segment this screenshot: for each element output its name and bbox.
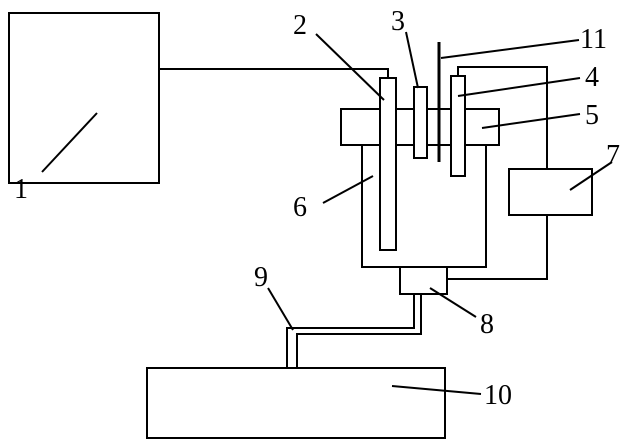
leader-6 xyxy=(322,175,374,204)
tube-9-inner xyxy=(286,294,415,368)
label-1: 1 xyxy=(14,174,28,205)
electrode-4 xyxy=(450,75,466,177)
label-3: 3 xyxy=(391,6,405,37)
component-7-box xyxy=(508,168,593,216)
label-6: 6 xyxy=(293,192,307,223)
leader-8 xyxy=(429,287,477,318)
leader-9 xyxy=(267,287,294,331)
component-1-box xyxy=(8,12,160,184)
label-10: 10 xyxy=(484,380,512,411)
leader-4 xyxy=(457,77,581,97)
wire-1-to-2 xyxy=(159,68,389,78)
label-2: 2 xyxy=(293,10,307,41)
tube-9-outer xyxy=(296,294,422,368)
leader-2 xyxy=(315,33,385,101)
connector-8 xyxy=(399,266,448,295)
electrode-2 xyxy=(379,77,397,251)
wire-7-to-8 xyxy=(447,215,548,280)
label-4: 4 xyxy=(585,62,599,93)
label-11: 11 xyxy=(580,24,607,55)
label-7: 7 xyxy=(606,140,620,171)
leader-3 xyxy=(405,31,419,89)
leader-11 xyxy=(440,39,580,59)
leader-5 xyxy=(481,113,581,129)
label-9: 9 xyxy=(254,262,268,293)
electrode-3 xyxy=(413,86,428,159)
leader-7 xyxy=(569,161,613,191)
label-5: 5 xyxy=(585,100,599,131)
label-8: 8 xyxy=(480,309,494,340)
leader-10 xyxy=(391,385,482,395)
component-10-box xyxy=(146,367,446,439)
leader-1 xyxy=(41,112,98,173)
